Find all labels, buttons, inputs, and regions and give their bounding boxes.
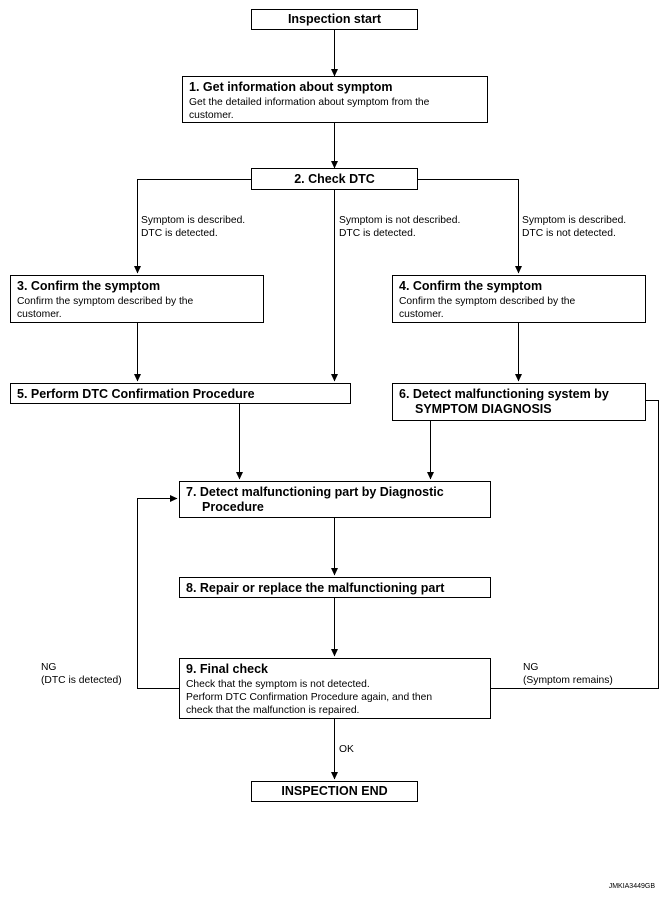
node-step-6-title-line-2: SYMPTOM DIAGNOSIS [415,402,552,416]
branch-label-middle: Symptom is not described. DTC is detecte… [339,214,460,240]
branch-label-right: Symptom is described. DTC is not detecte… [522,214,626,240]
node-step-9-desc-line-2: Perform DTC Confirmation Procedure again… [186,692,433,703]
figure-code: JMKIA3449GB [608,883,655,890]
node-step-7-title-line-1: 7. Detect malfunctioning part by Diagnos… [186,485,444,499]
node-step-4-title: 4. Confirm the symptom [399,279,543,293]
node-step-8-title: 8. Repair or replace the malfunctioning … [186,581,445,595]
node-step-8: 8. Repair or replace the malfunctioning … [179,577,491,598]
node-step-4: 4. Confirm the symptom Confirm the sympt… [392,275,646,323]
loop-label-ok: OK [339,744,354,755]
loop-label-ng-right-line-2: (Symptom remains) [523,675,613,686]
node-step-3-desc-line-2: customer. [17,309,62,320]
branch-label-left-line-1: Symptom is described. [141,215,246,226]
node-step-6: 6. Detect malfunctioning system by SYMPT… [392,383,646,421]
loop-label-ng-right: NG (Symptom remains) [523,661,613,687]
loop-label-ng-left: NG (DTC is detected) [41,661,122,687]
node-step-2-title: 2. Check DTC [294,171,375,186]
branch-label-left: Symptom is described. DTC is detected. [141,214,245,240]
loop-label-ng-left-line-1: NG [41,662,57,673]
node-step-1: 1. Get information about symptom Get the… [182,76,488,123]
node-inspection-start: Inspection start [251,9,418,30]
node-step-9-title: 9. Final check [186,662,268,676]
branch-label-middle-line-1: Symptom is not described. [339,215,461,226]
branch-label-right-line-2: DTC is not detected. [522,228,616,239]
connector-ng-right-loop [490,397,659,689]
node-step-9: 9. Final check Check that the symptom is… [179,658,491,719]
node-step-3-title: 3. Confirm the symptom [17,279,161,293]
node-step-1-desc-line-2: customer. [189,110,234,121]
loop-label-ng-left-line-2: (DTC is detected) [41,675,122,686]
node-step-5: 5. Perform DTC Confirmation Procedure [10,383,351,404]
node-step-1-title: 1. Get information about symptom [189,80,393,94]
connector-step2-step3 [134,179,251,274]
node-step-4-desc-line-2: customer. [399,309,444,320]
node-inspection-end-title: INSPECTION END [281,784,388,798]
node-step-3-desc-line-1: Confirm the symptom described by the [17,296,194,307]
node-step-7-title-line-2: Procedure [202,500,264,514]
node-step-5-title: 5. Perform DTC Confirmation Procedure [17,387,255,401]
node-step-1-desc-line-1: Get the detailed information about sympt… [189,97,430,108]
node-step-2: 2. Check DTC [251,168,418,190]
node-inspection-start-title: Inspection start [287,12,382,26]
branch-label-middle-line-2: DTC is detected. [339,228,416,239]
node-step-9-desc-line-1: Check that the symptom is not detected. [186,679,370,690]
node-step-9-desc-line-3: check that the malfunction is repaired. [186,705,360,716]
loop-label-ng-right-line-1: NG [523,662,539,673]
node-step-3: 3. Confirm the symptom Confirm the sympt… [10,275,264,323]
connector-ng-left-loop [137,495,180,689]
branch-label-right-line-1: Symptom is described. [522,215,627,226]
branch-label-left-line-2: DTC is detected. [141,228,218,239]
node-step-6-title-line-1: 6. Detect malfunctioning system by [399,387,609,401]
node-step-4-desc-line-1: Confirm the symptom described by the [399,296,576,307]
node-inspection-end: INSPECTION END [251,781,418,802]
connector-step2-step4 [418,179,522,274]
node-step-7: 7. Detect malfunctioning part by Diagnos… [179,481,491,518]
